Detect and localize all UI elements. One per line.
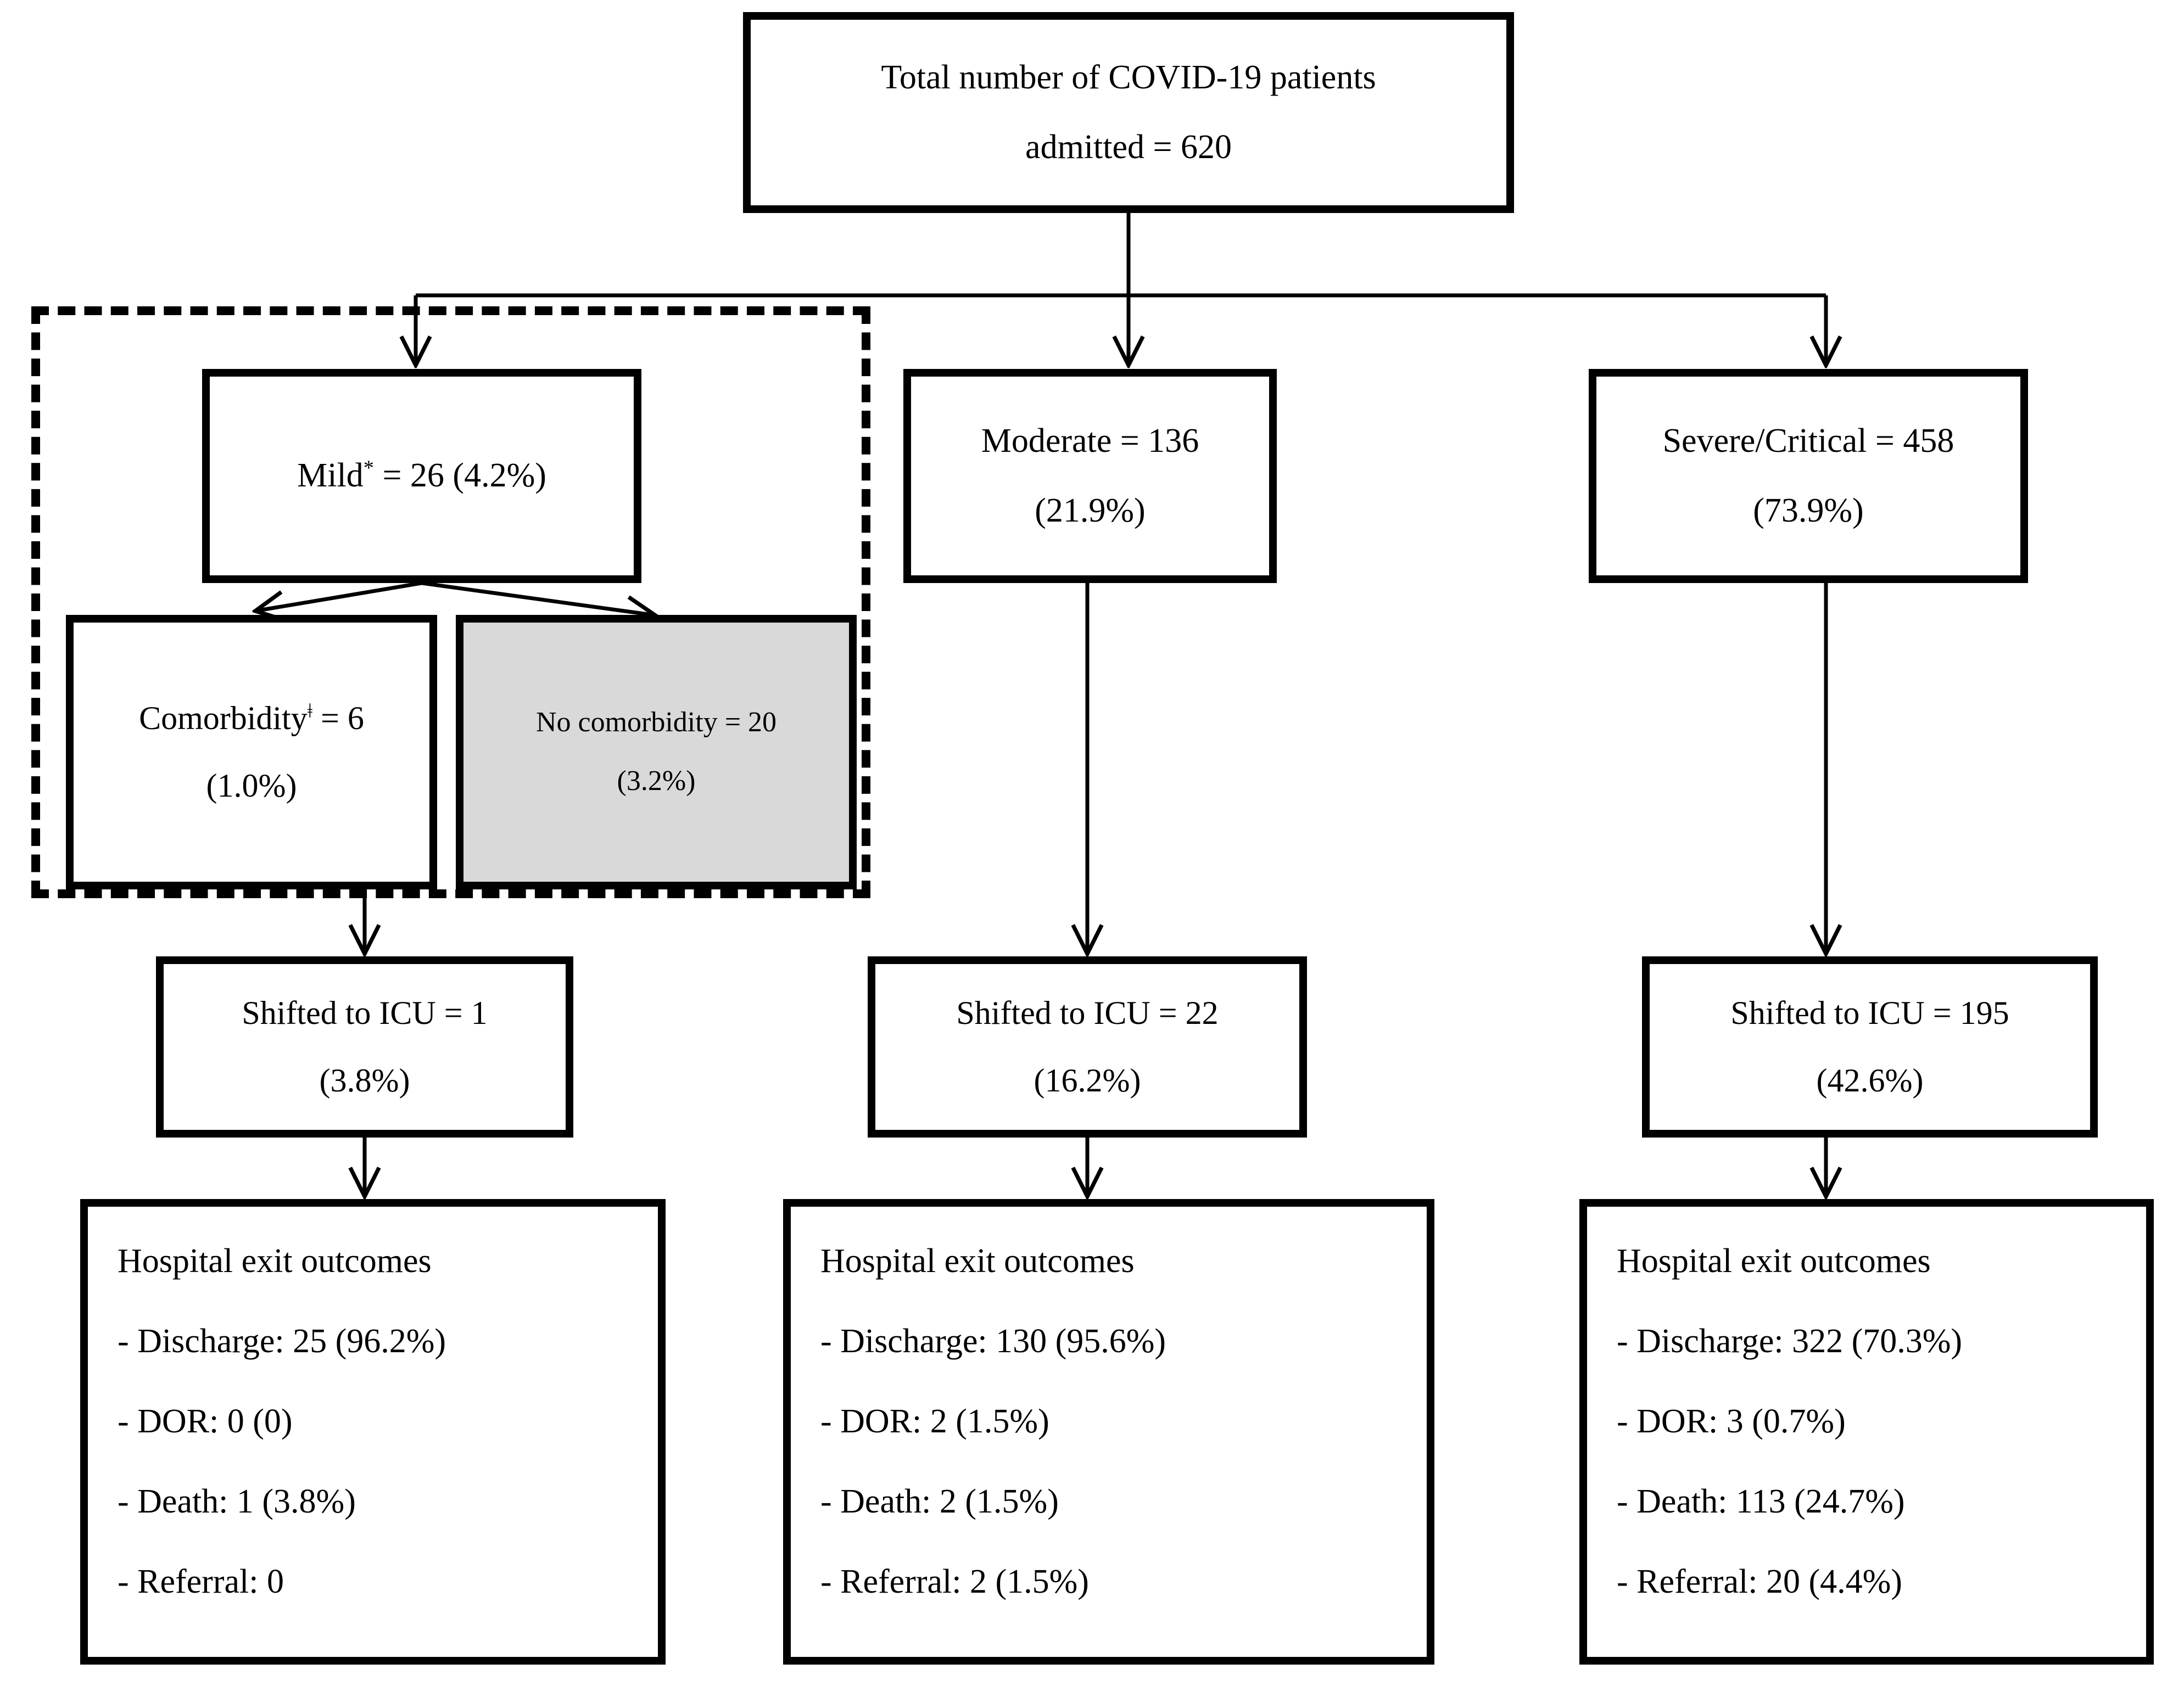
node-outcomes-moderate[interactable]: Hospital exit outcomes - Discharge: 130 … [783,1199,1434,1665]
node-comorbidity-footnote-marker: ǂ [307,700,313,722]
node-no-comorbidity-line1: No comorbidity = 20 [535,707,777,738]
node-mild-label: Mild [297,457,364,495]
node-comorbidity-line1: Comorbidityǂ = 6 [139,685,364,752]
node-mild[interactable]: Mild* = 26 (4.2%) [202,369,641,583]
outcomes-mild-item-discharge: - Discharge: 25 (96.2%) [118,1323,446,1360]
node-icu-mild-line1: Shifted to ICU = 1 [242,995,488,1031]
node-icu-moderate-line1: Shifted to ICU = 22 [956,995,1219,1031]
outcomes-severe-item-discharge: - Discharge: 322 (70.3%) [1617,1323,1963,1360]
node-moderate-line1: Moderate = 136 [981,422,1199,460]
outcomes-mild-item-dor: - DOR: 0 (0) [118,1403,293,1440]
node-severe-line1: Severe/Critical = 458 [1662,422,1954,460]
node-no-comorbidity-line2: (3.2%) [617,765,696,797]
node-mild-footnote-marker: * [363,456,374,480]
node-severe-line2: (73.9%) [1753,492,1864,529]
node-icu-mild-line2: (3.8%) [319,1062,410,1099]
node-moderate-line2: (21.9%) [1035,492,1146,529]
outcomes-mild-item-referral: - Referral: 0 [118,1563,284,1600]
outcomes-severe-item-death: - Death: 113 (24.7%) [1617,1483,1905,1520]
node-comorbidity-value: = 6 [321,700,364,736]
node-moderate[interactable]: Moderate = 136 (21.9%) [903,369,1277,583]
outcomes-mild-item-death: - Death: 1 (3.8%) [118,1483,356,1520]
node-icu-moderate-line2: (16.2%) [1034,1062,1141,1099]
outcomes-moderate-heading: Hospital exit outcomes [820,1242,1135,1280]
outcomes-mild-heading: Hospital exit outcomes [118,1242,432,1280]
node-mild-value: = 26 (4.2%) [382,457,546,495]
node-comorbidity-line2: (1.0%) [206,768,297,804]
outcomes-severe-item-dor: - DOR: 3 (0.7%) [1617,1403,1846,1440]
outcomes-moderate-item-death: - Death: 2 (1.5%) [820,1483,1059,1520]
node-icu-severe[interactable]: Shifted to ICU = 195 (42.6%) [1642,956,2098,1138]
node-icu-moderate[interactable]: Shifted to ICU = 22 (16.2%) [868,956,1307,1138]
node-outcomes-mild[interactable]: Hospital exit outcomes - Discharge: 25 (… [80,1199,666,1665]
outcomes-moderate-item-discharge: - Discharge: 130 (95.6%) [820,1323,1166,1360]
node-total-admitted[interactable]: Total number of COVID-19 patients admitt… [743,12,1514,213]
node-icu-mild[interactable]: Shifted to ICU = 1 (3.8%) [156,956,573,1138]
node-severe-critical[interactable]: Severe/Critical = 458 (73.9%) [1589,369,2028,583]
mild-group-dashed-boundary [31,306,870,898]
node-total-line1: Total number of COVID-19 patients [881,58,1376,96]
node-comorbidity-label: Comorbidity [139,700,308,736]
node-icu-severe-line2: (42.6%) [1816,1062,1924,1099]
node-total-line2: admitted = 620 [1025,128,1232,166]
node-icu-severe-line1: Shifted to ICU = 195 [1730,995,2009,1031]
outcomes-moderate-item-referral: - Referral: 2 (1.5%) [820,1563,1089,1600]
node-comorbidity[interactable]: Comorbidityǂ = 6 (1.0%) [66,615,437,889]
node-mild-text: Mild* = 26 (4.2%) [297,441,546,511]
node-no-comorbidity[interactable]: No comorbidity = 20 (3.2%) [456,615,857,889]
outcomes-moderate-item-dor: - DOR: 2 (1.5%) [820,1403,1049,1440]
node-outcomes-severe[interactable]: Hospital exit outcomes - Discharge: 322 … [1579,1199,2154,1665]
outcomes-severe-heading: Hospital exit outcomes [1617,1242,1931,1280]
outcomes-severe-item-referral: - Referral: 20 (4.4%) [1617,1563,1902,1600]
